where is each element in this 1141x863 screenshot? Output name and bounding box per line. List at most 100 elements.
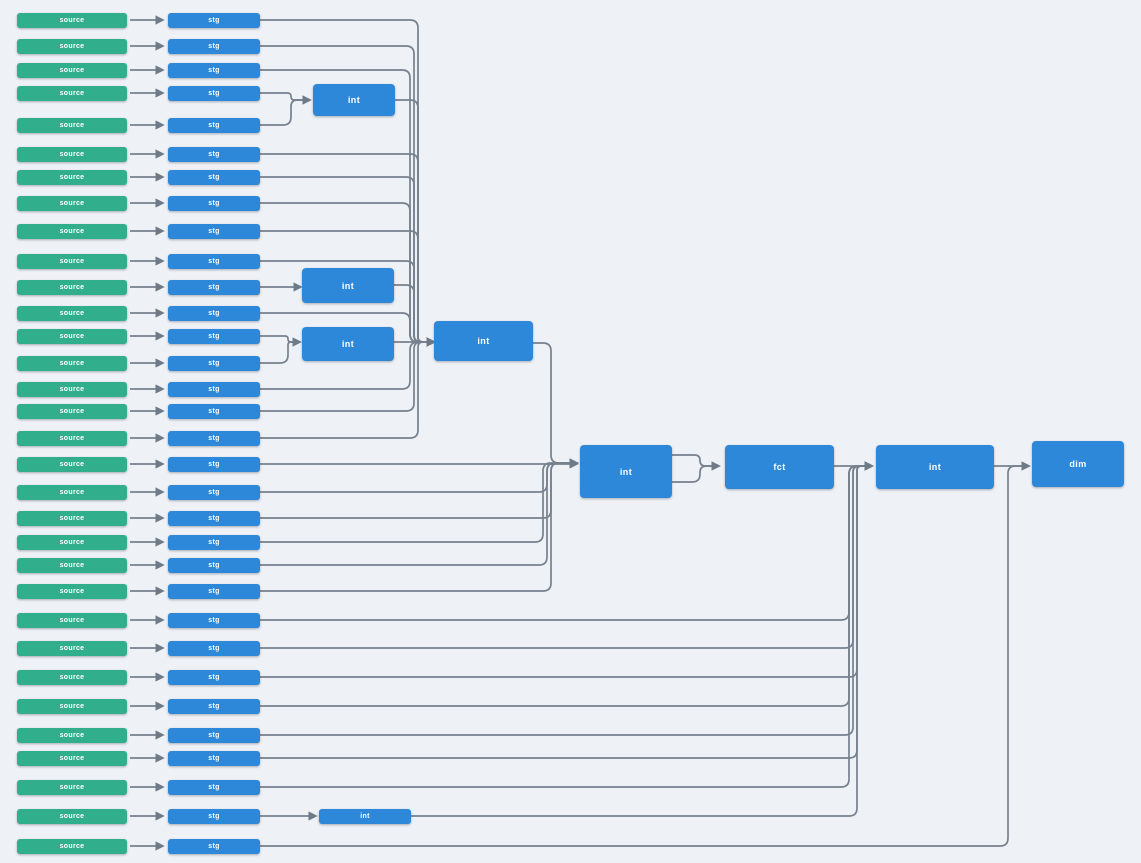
node-stg[interactable]: stg [168, 456, 260, 472]
lineage-edge [533, 342, 579, 468]
node-source[interactable]: source [17, 403, 127, 419]
node-stg[interactable]: stg [168, 195, 260, 211]
node-stg[interactable]: stg [168, 223, 260, 239]
node-stg[interactable]: stg [168, 510, 260, 526]
node-source[interactable]: source [17, 534, 127, 550]
node-source[interactable]: source [17, 838, 127, 854]
node-source[interactable]: source [17, 195, 127, 211]
node-source[interactable]: source [17, 808, 127, 824]
node-stg[interactable]: stg [168, 117, 260, 133]
node-label: stg [208, 283, 220, 291]
node-label: stg [208, 89, 220, 97]
node-label: int [619, 466, 633, 477]
node-label: source [59, 359, 85, 367]
node-label: source [59, 16, 85, 24]
node-source[interactable]: source [17, 355, 127, 371]
node-source[interactable]: source [17, 612, 127, 628]
node-label: source [59, 587, 85, 595]
node-stg[interactable]: stg [168, 85, 260, 101]
lineage-edge [260, 461, 874, 788]
node-source[interactable]: source [17, 253, 127, 269]
node-stg[interactable]: stg [168, 838, 260, 854]
node-label: int [341, 280, 355, 291]
node-label: source [59, 783, 85, 791]
node-source[interactable]: source [17, 169, 127, 185]
node-source[interactable]: source [17, 669, 127, 685]
lineage-edge [411, 461, 874, 817]
node-stg[interactable]: stg [168, 328, 260, 344]
node-stg[interactable]: stg [168, 612, 260, 628]
node-stg[interactable]: stg [168, 381, 260, 397]
node-stg[interactable]: stg [168, 484, 260, 500]
node-int[interactable]: int [302, 327, 394, 361]
node-label: source [59, 332, 85, 340]
node-label: source [59, 731, 85, 739]
node-source[interactable]: source [17, 85, 127, 101]
node-stg[interactable]: stg [168, 669, 260, 685]
node-stg[interactable]: stg [168, 146, 260, 162]
node-stg[interactable]: stg [168, 750, 260, 766]
node-stg[interactable]: stg [168, 62, 260, 78]
node-label: stg [208, 488, 220, 496]
node-source[interactable]: source [17, 117, 127, 133]
node-stg[interactable]: stg [168, 430, 260, 446]
node-source[interactable]: source [17, 640, 127, 656]
node-stg[interactable]: stg [168, 808, 260, 824]
node-label: stg [208, 561, 220, 569]
lineage-edge [260, 461, 1031, 847]
node-source[interactable]: source [17, 12, 127, 28]
node-int[interactable]: int [580, 445, 672, 498]
node-stg[interactable]: stg [168, 557, 260, 573]
node-stg[interactable]: stg [168, 779, 260, 795]
node-int[interactable]: int [302, 268, 394, 303]
node-source[interactable]: source [17, 779, 127, 795]
node-source[interactable]: source [17, 510, 127, 526]
node-source[interactable]: source [17, 62, 127, 78]
node-stg[interactable]: stg [168, 38, 260, 54]
node-stg[interactable]: stg [168, 279, 260, 295]
node-label: int [360, 813, 370, 820]
node-stg[interactable]: stg [168, 305, 260, 321]
node-source[interactable]: source [17, 381, 127, 397]
node-source[interactable]: source [17, 484, 127, 500]
lineage-edge [260, 461, 874, 759]
node-stg[interactable]: stg [168, 403, 260, 419]
node-label: int [928, 462, 942, 472]
node-source[interactable]: source [17, 38, 127, 54]
node-dim[interactable]: dim [1032, 441, 1124, 487]
node-source[interactable]: source [17, 146, 127, 162]
node-int[interactable]: int [876, 445, 994, 489]
node-stg[interactable]: stg [168, 698, 260, 714]
node-source[interactable]: source [17, 279, 127, 295]
node-stg[interactable]: stg [168, 253, 260, 269]
node-fct[interactable]: fct [725, 445, 834, 489]
node-source[interactable]: source [17, 583, 127, 599]
node-int[interactable]: int [434, 321, 533, 361]
node-label: stg [208, 587, 220, 595]
node-source[interactable]: source [17, 557, 127, 573]
node-source[interactable]: source [17, 305, 127, 321]
node-source[interactable]: source [17, 727, 127, 743]
node-stg[interactable]: stg [168, 640, 260, 656]
node-int[interactable]: int [313, 84, 395, 116]
node-source[interactable]: source [17, 430, 127, 446]
node-stg[interactable]: stg [168, 12, 260, 28]
node-stg[interactable]: stg [168, 534, 260, 550]
node-label: source [59, 673, 85, 681]
node-source[interactable]: source [17, 223, 127, 239]
node-label: source [59, 309, 85, 317]
node-stg[interactable]: stg [168, 169, 260, 185]
node-stg[interactable]: stg [168, 583, 260, 599]
node-stg[interactable]: stg [168, 355, 260, 371]
lineage-edge [260, 337, 302, 364]
node-label: source [59, 754, 85, 762]
node-int[interactable]: int [319, 809, 411, 824]
node-source[interactable]: source [17, 456, 127, 472]
node-label: stg [208, 434, 220, 442]
node-label: stg [208, 538, 220, 546]
node-source[interactable]: source [17, 750, 127, 766]
node-source[interactable]: source [17, 698, 127, 714]
node-source[interactable]: source [17, 328, 127, 344]
node-stg[interactable]: stg [168, 727, 260, 743]
